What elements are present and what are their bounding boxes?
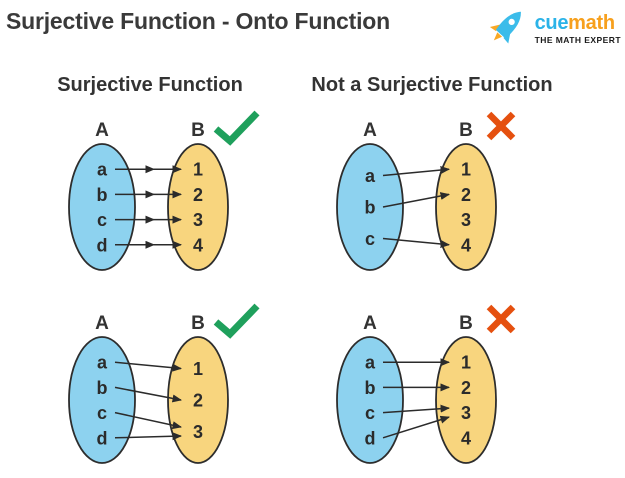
set-b-element-2: 2 (461, 185, 471, 205)
set-a-element-d: d (97, 428, 108, 448)
set-b-ellipse (435, 336, 497, 464)
set-b-element-2: 2 (193, 185, 203, 205)
set-b-element-3: 3 (461, 210, 471, 230)
set-a-label: A (95, 120, 109, 141)
cross-icon (486, 304, 516, 334)
mapping-arrow-c-to-3 (114, 411, 182, 430)
mapping-arrow-b-to-2 (382, 192, 450, 208)
set-a-label: A (363, 120, 377, 141)
set-b-label: B (191, 120, 205, 141)
set-b-element-3: 3 (461, 403, 471, 423)
set-a-element-d: d (365, 428, 376, 448)
rocket-flame (493, 32, 502, 41)
set-b-element-1: 1 (193, 359, 203, 379)
set-a-ellipse (68, 143, 136, 271)
set-a-ellipse (68, 336, 136, 464)
set-b-element-3: 3 (193, 210, 203, 230)
set-b-element-4: 4 (461, 235, 471, 255)
heading-surjective: Surjective Function (57, 74, 243, 96)
set-a-element-c: c (365, 229, 375, 249)
brand-cue: cue (534, 11, 569, 34)
set-b-element-3: 3 (193, 422, 203, 442)
mapping-arrow-c-to-4 (382, 237, 450, 248)
set-b-element-2: 2 (461, 378, 471, 398)
set-b-label: B (459, 120, 473, 141)
mapping-arrow-d-to-3 (382, 415, 450, 439)
heading-not-surjective: Not a Surjective Function (311, 74, 553, 96)
set-a-element-b: b (97, 378, 108, 398)
brand-math: math (568, 11, 615, 34)
set-a-element-a: a (97, 353, 108, 373)
set-a-element-c: c (97, 403, 107, 423)
set-a-element-a: a (97, 160, 108, 180)
set-a-element-c: c (97, 210, 107, 230)
brand-tagline: THE MATH EXPERT (534, 34, 621, 45)
set-a-ellipse (336, 336, 404, 464)
set-a-label: A (95, 313, 109, 334)
set-b-element-1: 1 (193, 160, 203, 180)
set-b-element-1: 1 (461, 160, 471, 180)
set-a-element-a: a (365, 353, 376, 373)
set-b-element-1: 1 (461, 353, 471, 373)
mapping-arrow-c-to-3 (382, 404, 450, 414)
set-b-element-2: 2 (193, 391, 203, 411)
check-icon (213, 303, 260, 339)
check-icon (213, 110, 260, 146)
set-a-element-c: c (365, 403, 375, 423)
set-b-element-4: 4 (193, 235, 203, 255)
set-b-label: B (459, 313, 473, 334)
set-a-element-b: b (365, 198, 376, 218)
brand-name: cuemath (535, 13, 621, 33)
set-a-element-b: b (97, 185, 108, 205)
set-b-ellipse (167, 143, 229, 271)
set-a-element-b: b (365, 378, 376, 398)
cross-icon (486, 111, 516, 141)
mapping-arrow-a-to-1 (114, 361, 182, 372)
set-a-element-d: d (97, 235, 108, 255)
mapping-arrow-d-to-3 (114, 432, 182, 441)
set-b-ellipse (167, 336, 229, 464)
rocket-icon (485, 4, 531, 53)
set-b-ellipse (435, 143, 497, 271)
mapping-arrow-b-to-2 (114, 386, 182, 403)
mapping-arrow-a-to-1 (382, 166, 450, 177)
page-title: Surjective Function - Onto Function (6, 8, 390, 34)
set-a-element-a: a (365, 166, 376, 186)
cuemath-logo: cuemath THE MATH EXPERT (485, 4, 621, 53)
set-b-element-4: 4 (461, 428, 471, 448)
set-b-label: B (191, 313, 205, 334)
set-a-label: A (363, 313, 377, 334)
